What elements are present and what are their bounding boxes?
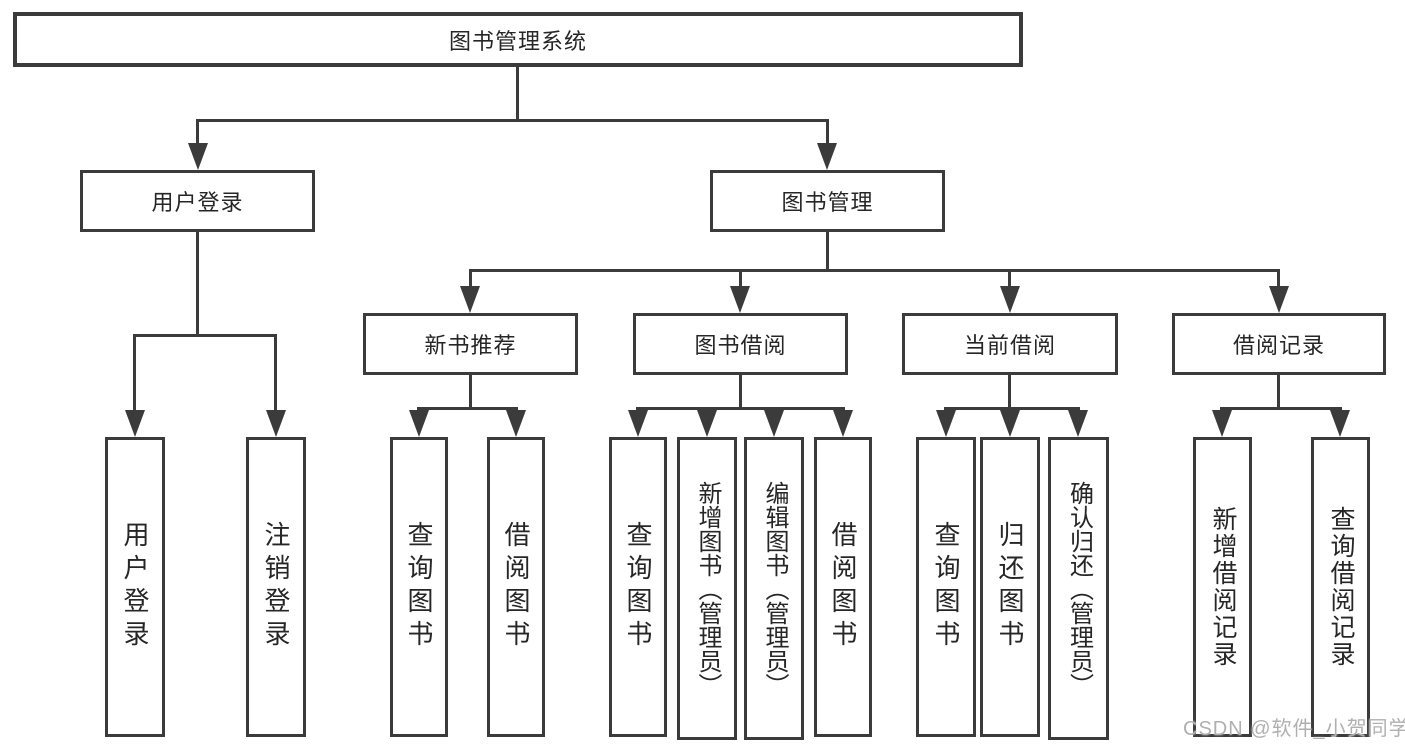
node-root-label: 图书管理系统 bbox=[448, 28, 587, 54]
leaf-query-books-borrowing-label: 查询图书 bbox=[623, 521, 653, 653]
arrowhead-query-borrow-record bbox=[1330, 410, 1350, 437]
connector-borrowing-rail bbox=[636, 407, 845, 410]
connector-drop-current-borrowing bbox=[1008, 269, 1011, 288]
node-user-login-label: 用户登录 bbox=[151, 190, 244, 215]
connector-drop-user-login bbox=[196, 119, 199, 146]
leaf-query-books-current: 查询图书 bbox=[916, 437, 976, 737]
node-user-login: 用户登录 bbox=[80, 170, 315, 232]
arrowhead-query-books-borrowing bbox=[628, 410, 648, 437]
leaf-add-books-admin-label: 新增图书（管理员） bbox=[694, 480, 721, 697]
connector-drop-book-management bbox=[826, 119, 829, 146]
arrowhead-borrow-records bbox=[1269, 286, 1289, 313]
leaf-query-borrow-record: 查询借阅记录 bbox=[1311, 437, 1370, 737]
connector-user-login-stub bbox=[196, 232, 199, 337]
leaf-logout-label: 注销登录 bbox=[261, 521, 291, 653]
leaf-borrow-books-recommend-label: 借阅图书 bbox=[501, 521, 531, 653]
connector-borrow-records-stub bbox=[1277, 375, 1280, 409]
connector-drop-borrow-records bbox=[1277, 269, 1280, 288]
leaf-query-books-recommend: 查询图书 bbox=[390, 437, 448, 737]
leaf-return-books-label: 归还图书 bbox=[995, 521, 1025, 653]
connector-book-borrowing-stub bbox=[739, 375, 742, 409]
node-book-borrowing-label: 图书借阅 bbox=[694, 333, 787, 358]
leaf-borrow-books-borrowing-label: 借阅图书 bbox=[828, 521, 858, 653]
watermark: CSDN @软件_小贺同学 bbox=[1183, 718, 1405, 740]
connector-drop-leaf-logout bbox=[274, 334, 277, 411]
arrowhead-book-borrowing bbox=[730, 286, 750, 313]
arrowhead-add-borrow-record bbox=[1212, 410, 1232, 437]
connector-root-stub bbox=[516, 67, 519, 121]
leaf-query-books-current-label: 查询图书 bbox=[931, 521, 961, 653]
leaf-query-books-borrowing: 查询图书 bbox=[609, 437, 667, 737]
leaf-return-books: 归还图书 bbox=[980, 437, 1040, 737]
connector-level3-rail bbox=[469, 269, 1280, 272]
arrowhead-query-books-current bbox=[936, 410, 956, 437]
leaf-confirm-return-admin: 确认归还（管理员） bbox=[1048, 437, 1109, 740]
arrowhead-borrow-books-borrowing bbox=[833, 410, 853, 437]
leaf-edit-books-admin: 编辑图书（管理员） bbox=[744, 437, 804, 740]
node-book-management: 图书管理 bbox=[710, 170, 945, 232]
arrowhead-user-login bbox=[188, 143, 208, 170]
connector-book-management-stub bbox=[826, 232, 829, 272]
arrowhead-book-management bbox=[817, 143, 837, 170]
leaf-borrow-books-recommend: 借阅图书 bbox=[487, 437, 545, 737]
node-current-borrowing: 当前借阅 bbox=[902, 313, 1118, 375]
arrowhead-leaf-logout bbox=[266, 410, 286, 437]
leaf-logout: 注销登录 bbox=[246, 437, 306, 737]
leaf-query-borrow-record-label: 查询借阅记录 bbox=[1327, 506, 1355, 668]
arrowhead-new-book-recommend bbox=[460, 286, 480, 313]
connector-user-login-rail bbox=[133, 334, 277, 337]
leaf-add-books-admin: 新增图书（管理员） bbox=[677, 437, 737, 740]
arrowhead-edit-books-admin bbox=[764, 410, 784, 437]
arrowhead-return-books bbox=[1000, 410, 1020, 437]
node-book-borrowing: 图书借阅 bbox=[633, 313, 848, 375]
connector-new-book-recommend-stub bbox=[469, 375, 472, 409]
node-new-book-recommend: 新书推荐 bbox=[363, 313, 578, 375]
leaf-add-borrow-record: 新增借阅记录 bbox=[1193, 437, 1252, 737]
arrowhead-borrow-books-recommend bbox=[506, 410, 526, 437]
connector-current-borrowing-stub bbox=[1008, 375, 1011, 409]
connector-drop-book-borrowing bbox=[739, 269, 742, 288]
node-current-borrowing-label: 当前借阅 bbox=[963, 333, 1056, 358]
arrowhead-leaf-user-login bbox=[125, 410, 145, 437]
leaf-user-login: 用户登录 bbox=[105, 437, 165, 737]
leaf-confirm-return-admin-label: 确认归还（管理员） bbox=[1065, 480, 1093, 697]
arrowhead-confirm-return-admin bbox=[1068, 410, 1088, 437]
leaf-edit-books-admin-label: 编辑图书（管理员） bbox=[761, 480, 788, 697]
node-new-book-recommend-label: 新书推荐 bbox=[424, 333, 517, 358]
arrowhead-current-borrowing bbox=[1000, 286, 1020, 313]
leaf-query-books-recommend-label: 查询图书 bbox=[404, 521, 434, 653]
leaf-add-borrow-record-label: 新增借阅记录 bbox=[1209, 506, 1237, 668]
connector-recommend-rail bbox=[417, 407, 518, 410]
connector-records-rail bbox=[1220, 407, 1342, 410]
node-book-management-label: 图书管理 bbox=[781, 190, 874, 215]
connector-drop-leaf-user-login bbox=[133, 334, 136, 411]
node-borrow-records: 借阅记录 bbox=[1172, 313, 1386, 375]
arrowhead-query-books-recommend bbox=[409, 410, 429, 437]
leaf-user-login-label: 用户登录 bbox=[120, 521, 150, 653]
connector-current-rail bbox=[944, 407, 1080, 410]
arrowhead-add-books-admin bbox=[697, 410, 717, 437]
connector-level2-rail bbox=[196, 119, 829, 122]
node-borrow-records-label: 借阅记录 bbox=[1232, 333, 1325, 358]
node-root: 图书管理系统 bbox=[13, 12, 1023, 67]
leaf-borrow-books-borrowing: 借阅图书 bbox=[814, 437, 872, 737]
connector-drop-new-book-recommend bbox=[469, 269, 472, 288]
